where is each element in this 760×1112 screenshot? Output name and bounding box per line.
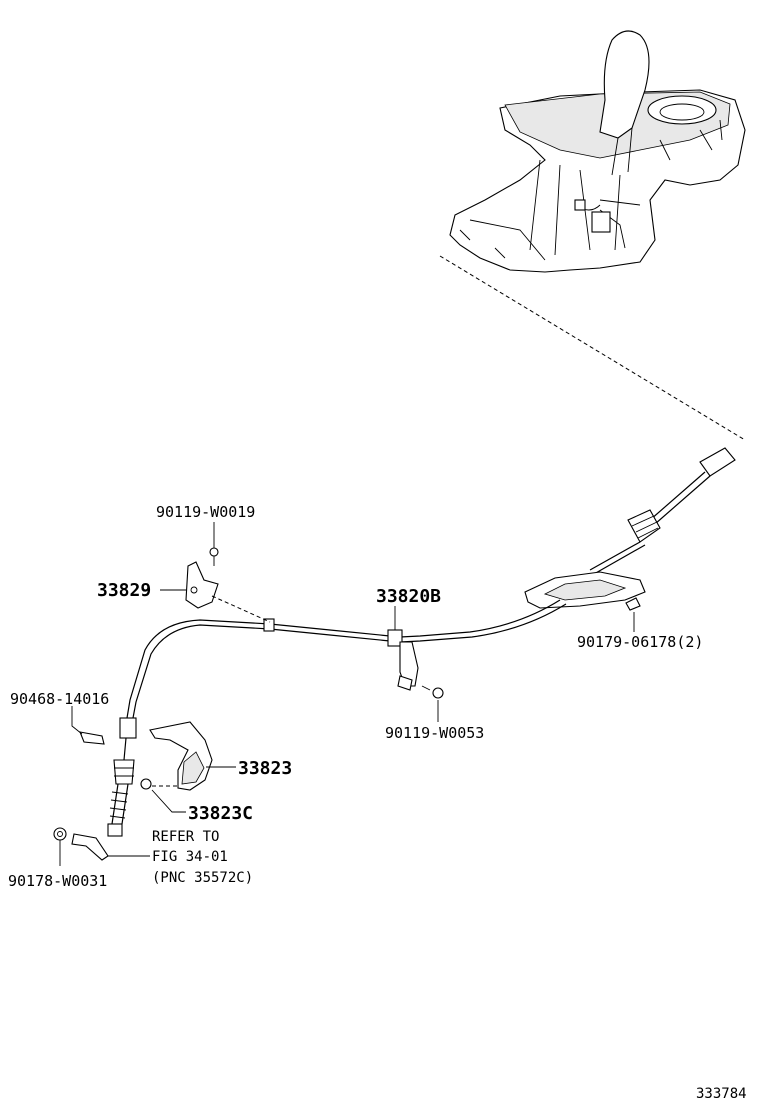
label-90119-w0019: 90119-W0019 xyxy=(156,503,255,521)
label-90119-w0053: 90119-W0053 xyxy=(385,724,484,742)
refer-note-line2: FIG 34-01 xyxy=(152,849,228,865)
shift-cable xyxy=(126,599,561,719)
shift-lever-assembly-drawing xyxy=(449,30,746,273)
cable-upper-end-drawing xyxy=(524,447,736,609)
label-33823c: 33823C xyxy=(188,803,253,824)
label-33829: 33829 xyxy=(97,580,151,601)
assembly-leader-line xyxy=(439,255,746,441)
bracket-33820b-drawing xyxy=(397,641,419,691)
leader-33823c xyxy=(151,789,186,813)
diagram-id: 333784 xyxy=(696,1086,747,1102)
refer-note-line1: REFER TO xyxy=(152,829,219,845)
nut-90178-w0031-drawing xyxy=(53,827,67,841)
nut-90179-06178-drawing xyxy=(625,597,641,611)
leader-90468-14016 xyxy=(71,706,83,735)
bolt-90119-w0053-drawing xyxy=(421,685,444,699)
label-90468-14016: 90468-14016 xyxy=(10,690,109,708)
cable-lower-end-drawing xyxy=(71,717,137,861)
refer-note-line3: (PNC 35572C) xyxy=(152,870,253,886)
label-90179-06178: 90179-06178(2) xyxy=(577,633,703,651)
label-33823: 33823 xyxy=(238,758,292,779)
bolt-33823c-drawing xyxy=(140,778,178,790)
clip-90468-14016-drawing xyxy=(79,731,105,745)
bracket-33829-drawing xyxy=(185,547,219,609)
label-33820b: 33820B xyxy=(376,586,441,607)
bracket-33823-drawing xyxy=(149,721,213,791)
label-90178-w0031: 90178-W0031 xyxy=(8,872,107,890)
